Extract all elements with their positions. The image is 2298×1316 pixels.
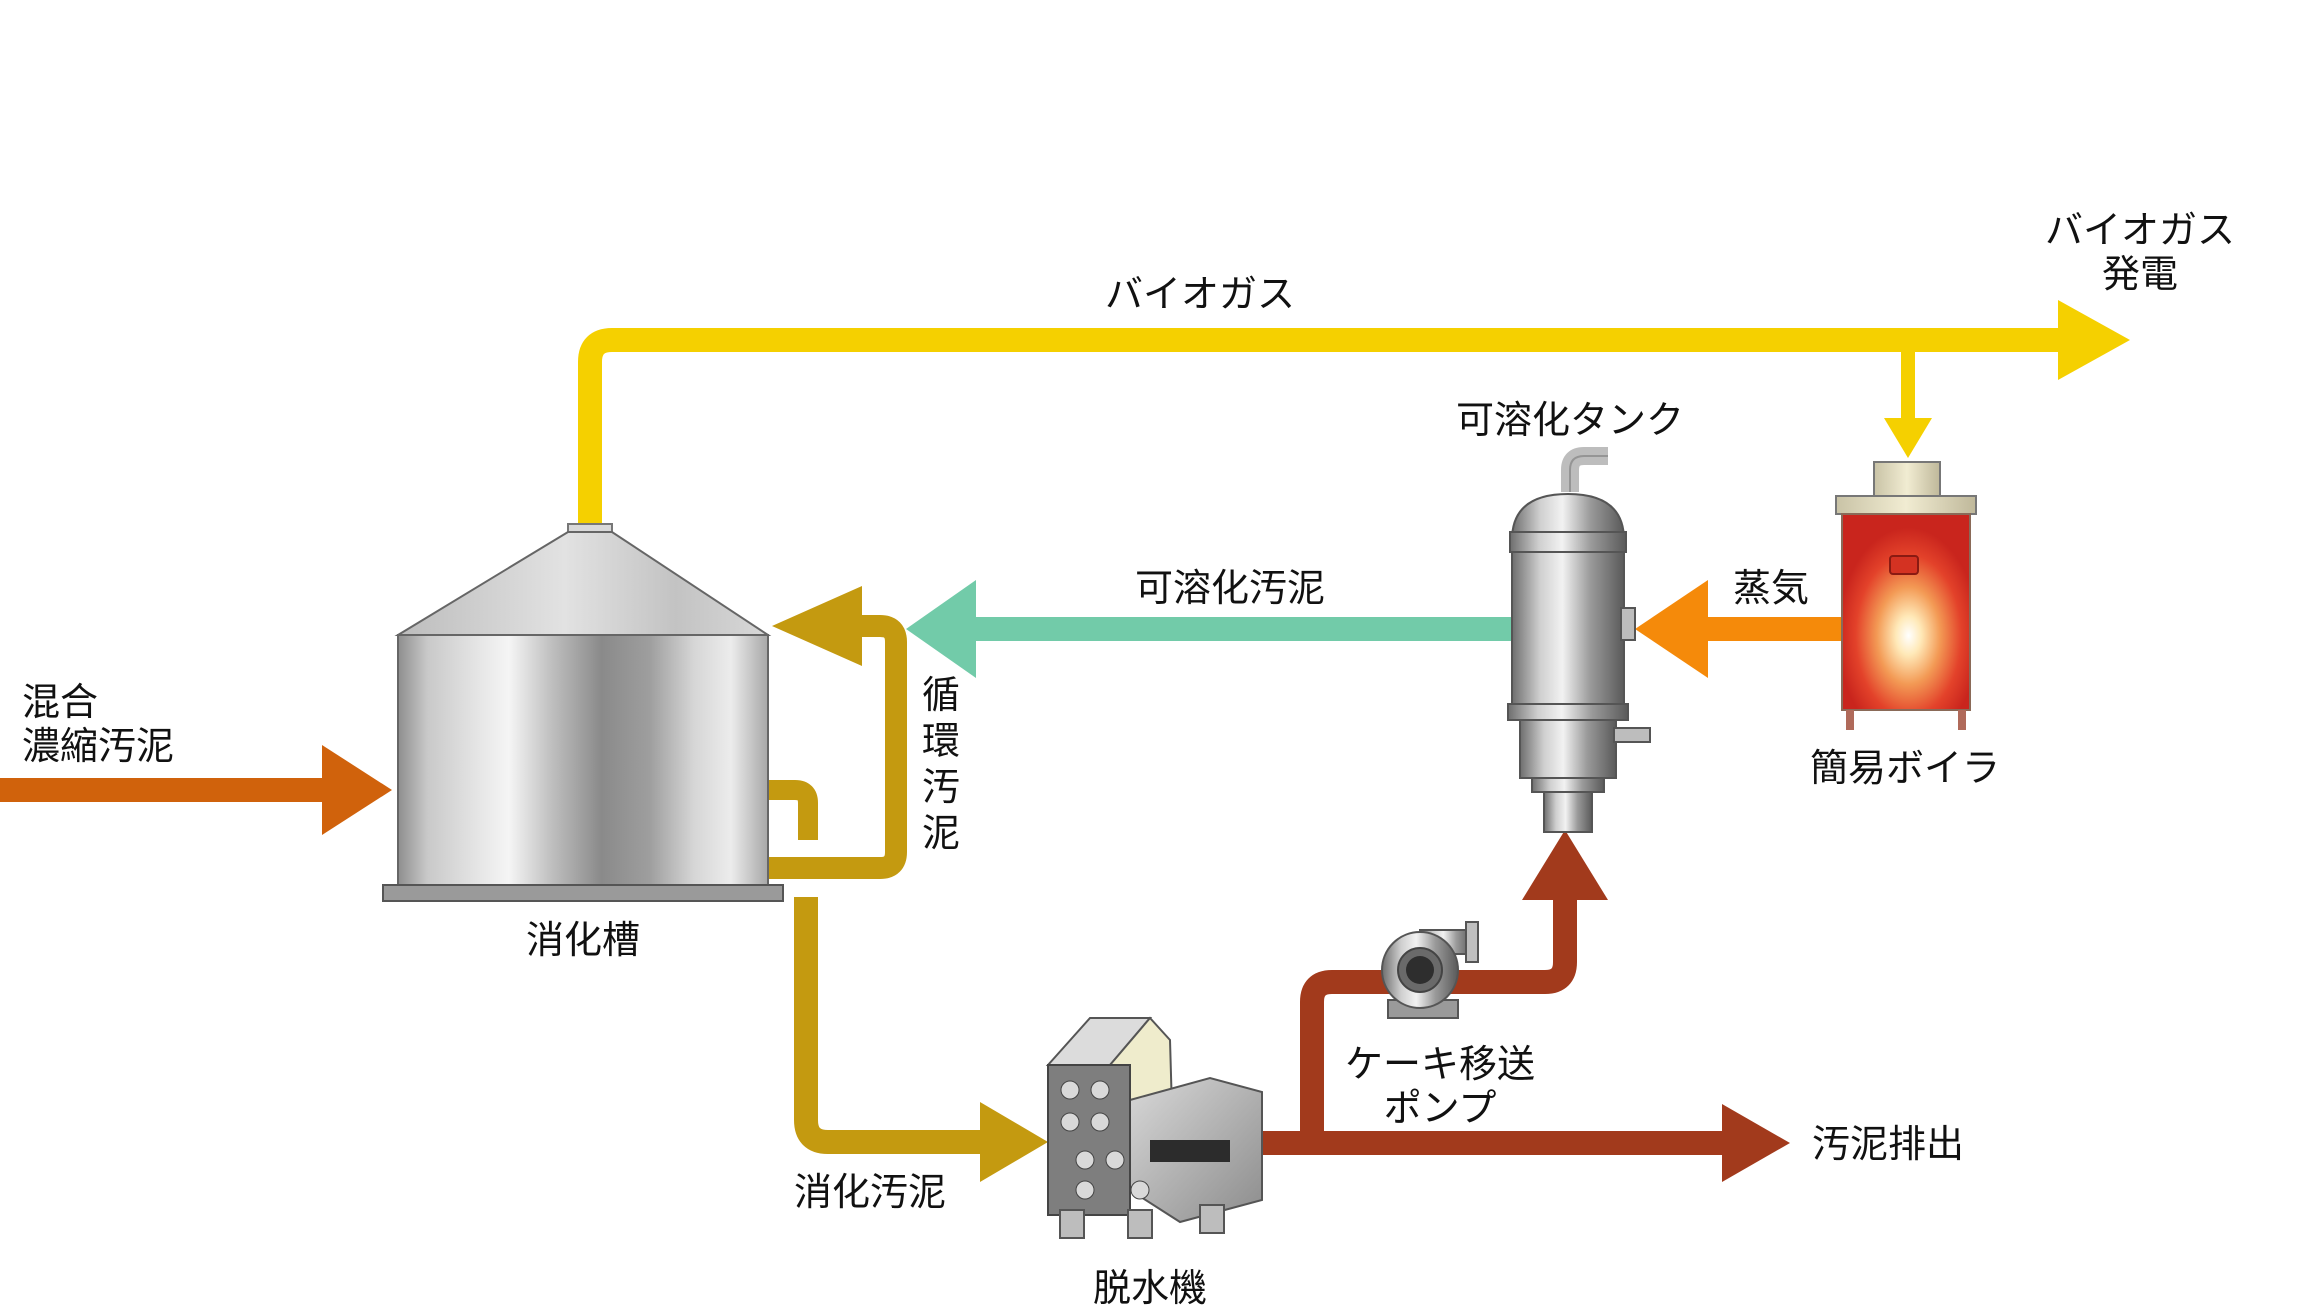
mixed-sludge-label-line1: 混合 (22, 680, 99, 724)
biogas-power-arrowhead (2058, 300, 2130, 380)
biogas-to-boiler-arrowhead (1884, 418, 1932, 458)
discharge-arrowhead (1722, 1104, 1790, 1182)
cake-pump-label: ケーキ移送 ポンプ (1310, 1042, 1570, 1130)
solubilized-sludge-arrowhead (906, 580, 976, 678)
recirculated-sludge-char-2: 環 (921, 719, 960, 763)
recirculation-arrowhead (772, 586, 862, 666)
sludge-discharge-label: 汚泥排出 (1812, 1122, 1965, 1166)
simple-boiler (1835, 461, 1977, 730)
pump-to-tank-arrowhead (1522, 830, 1608, 900)
solubilized-sludge-label: 可溶化汚泥 (1134, 566, 1325, 610)
digested-sludge-arrowhead (980, 1102, 1048, 1182)
biogas-pipe (578, 328, 2060, 535)
dewatering-machine (1045, 1016, 1263, 1239)
biogas-power-label: バイオガス 発電 (2020, 208, 2260, 296)
steam-label: 蒸気 (1732, 566, 1809, 610)
digested-sludge-label: 消化汚泥 (793, 1170, 946, 1214)
solubilization-tank (1507, 447, 1651, 833)
recirculated-sludge-label: 循 環 汚 泥 (918, 672, 964, 856)
digester-label: 消化槽 (525, 918, 640, 962)
digestion-tank (382, 523, 784, 902)
digester-outlet-stub (768, 780, 818, 840)
mixed-sludge-label-line2: 濃縮汚泥 (22, 724, 175, 768)
steam-pipe (1700, 617, 1850, 641)
recirculated-sludge-char-1: 循 (921, 673, 960, 717)
cake-pump-label-line1: ケーキ移送 (1344, 1042, 1535, 1086)
boiler-label: 簡易ボイラ (1809, 746, 2000, 790)
biogas-power-label-line1: バイオガス (2044, 208, 2235, 252)
recirculated-sludge-char-3: 汚 (921, 765, 960, 809)
recirculated-sludge-char-4: 泥 (921, 811, 960, 855)
solubilized-sludge-pipe (970, 617, 1520, 641)
cake-pump-label-line2: ポンプ (1383, 1086, 1497, 1130)
biogas-power-label-line2: 発電 (2101, 252, 2178, 296)
digested-sludge-pipe (794, 897, 985, 1154)
dewaterer-label: 脱水機 (1092, 1266, 1207, 1310)
solubilization-tank-label: 可溶化タンク (1455, 398, 1684, 442)
steam-arrowhead (1635, 580, 1708, 678)
cake-transfer-pump (1381, 921, 1479, 1019)
mixed-sludge-label: 混合 濃縮汚泥 (22, 680, 174, 768)
biogas-label: バイオガス (1104, 272, 1295, 316)
recirculation-pipe (768, 615, 907, 879)
feed-pipe (0, 778, 330, 802)
feed-arrowhead (322, 745, 392, 835)
